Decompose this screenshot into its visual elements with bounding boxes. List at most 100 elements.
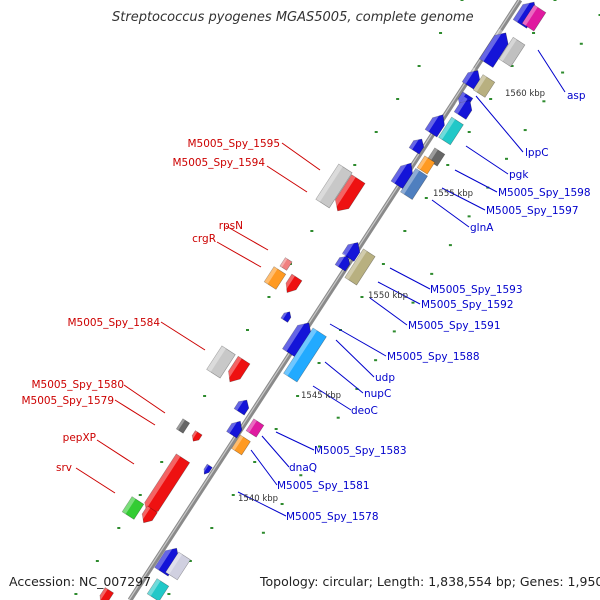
label-forward-17: M5005_Spy_1578 (286, 511, 379, 523)
label-reverse-9: srv (56, 462, 72, 474)
gene-arrow (334, 255, 351, 272)
gene-feature (438, 116, 464, 146)
grid-dot (188, 560, 192, 562)
gene-arrow (280, 311, 292, 323)
grid-dot (246, 329, 249, 331)
gene-feature (424, 110, 445, 138)
grid-dot (336, 416, 340, 419)
gene-feature (206, 345, 236, 379)
gene-arrow (285, 273, 303, 293)
gene-feature (334, 252, 351, 272)
label-forward-3: pgk (509, 169, 529, 181)
label-forward-15: dnaQ (289, 462, 317, 474)
gene-highlight (330, 174, 356, 210)
gene-feature (175, 418, 191, 434)
gene-highlight (231, 435, 244, 451)
gene-highlight (282, 318, 307, 352)
grid-dot (203, 395, 207, 397)
grid-dot (231, 494, 235, 496)
gene-block (121, 496, 145, 520)
gene-highlight (176, 418, 185, 431)
leader-line (377, 281, 421, 305)
grid-dot (417, 65, 421, 67)
gene-highlight (417, 155, 428, 170)
map-title: Streptococcus pyogenes MGAS5005, complet… (112, 10, 474, 25)
gene-block (165, 551, 191, 581)
label-forward-8: M5005_Spy_1592 (421, 299, 514, 311)
grid-dot (542, 100, 546, 103)
label-forward-6: glnA (470, 222, 494, 234)
leader-line (537, 49, 566, 93)
leader-line (281, 142, 321, 171)
gene-arrow (203, 463, 213, 475)
gene-arrow (233, 399, 250, 416)
gene-arrow (424, 114, 445, 138)
gene-feature (231, 434, 251, 456)
gene-highlight (335, 252, 346, 267)
leader-line (266, 165, 308, 193)
gene-highlight (342, 238, 356, 257)
grid-dot (446, 164, 450, 166)
gene-arrow (141, 505, 158, 524)
grid-dot (460, 0, 464, 1)
gene-block (315, 163, 353, 209)
gene-feature (341, 238, 361, 262)
leader-line (369, 297, 408, 326)
gene-feature (472, 74, 496, 98)
grid-dot (95, 560, 99, 562)
grid-dot (280, 503, 284, 506)
leader-line (475, 95, 524, 153)
grid-dot (553, 0, 557, 1)
gene-feature (344, 248, 376, 286)
gene-feature (279, 257, 293, 271)
gene-highlight (283, 327, 318, 376)
gene-block (416, 155, 436, 175)
gene-highlight (473, 74, 487, 93)
tick-label: 1545 kbp (301, 391, 341, 401)
gene-feature (283, 327, 327, 383)
label-forward-2: lppC (525, 147, 549, 159)
leader-line (431, 199, 470, 228)
gene-block (175, 418, 191, 434)
grid-dot (117, 527, 121, 529)
gene-block (498, 36, 526, 68)
gene-highlight (264, 266, 278, 285)
gene-feature (189, 430, 203, 442)
gene-block (231, 434, 251, 456)
genome-backbone-highlight (128, 0, 520, 600)
gene-highlight (201, 464, 209, 474)
grid-dot (317, 362, 321, 364)
grid-dot (210, 527, 214, 529)
gene-highlight (427, 147, 438, 162)
gene-feature (245, 418, 265, 438)
label-reverse-1: M5005_Spy_1595 (187, 138, 280, 150)
gene-feature (121, 496, 145, 520)
gene-arrow (408, 138, 425, 155)
gene-arrow (461, 70, 481, 90)
gene-feature (146, 578, 170, 600)
leader-line (237, 491, 287, 517)
leader-line (389, 267, 431, 290)
leader-line (225, 225, 269, 251)
gene-highlight (154, 543, 174, 570)
gene-block (438, 116, 464, 146)
gene-highlight (479, 28, 504, 62)
grid-dot (261, 531, 265, 534)
gene-highlight (147, 578, 161, 597)
gene-arrow (226, 420, 243, 439)
grid-dot (360, 296, 364, 298)
gene-feature (408, 135, 425, 155)
grid-dot (505, 157, 508, 160)
gene-block (472, 74, 496, 98)
label-forward-16: M5005_Spy_1581 (277, 480, 370, 492)
leader-line (275, 431, 315, 451)
label-leader-lines (75, 49, 566, 517)
gene-feature (138, 505, 158, 524)
gene-features (96, 0, 547, 600)
accession-text: Accession: NC_007297 (9, 574, 152, 589)
grid-dot (598, 14, 600, 16)
grid-dot (253, 461, 257, 463)
gene-arrow (282, 322, 312, 358)
grid-dot (167, 593, 171, 595)
gene-feature (201, 463, 213, 475)
